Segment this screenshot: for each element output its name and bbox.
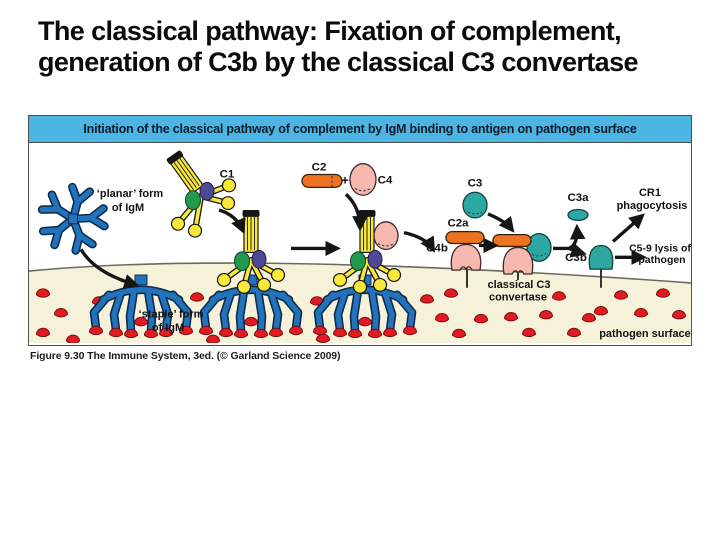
convertase-label-line1: classical C3 — [488, 279, 551, 291]
c4-label: C4 — [378, 174, 393, 186]
bound-c4 — [373, 221, 399, 251]
staple-form-label-line2: of IgM — [152, 322, 184, 334]
lysis-label-line1: C5-9 lysis of — [629, 243, 691, 254]
arrow-cleavage — [403, 231, 435, 253]
convertase-label-line2: convertase — [489, 292, 547, 304]
staple-form-label-line1: ‘staple’ form — [139, 308, 204, 320]
c3-convertase-complex — [492, 233, 552, 280]
figure-header-bar: Initiation of the classical pathway of c… — [29, 116, 691, 143]
pathogen-surface-label: pathogen surface — [599, 328, 691, 340]
arrow-to-c3a — [568, 223, 586, 250]
arrow-planar-to-staple — [79, 248, 140, 290]
arrow-c2c4-binding — [344, 193, 368, 232]
c4-molecule — [349, 163, 377, 196]
c1-label: C1 — [220, 169, 235, 181]
c2-molecule — [301, 173, 343, 188]
figure-body: ‘planar’ form of IgM C1 ‘staple’ form of… — [29, 143, 691, 343]
arrow-c1-binding — [218, 208, 246, 235]
planar-igm — [42, 187, 104, 250]
slide-title: The classical pathway: Fixation of compl… — [38, 16, 698, 78]
c3-label: C3 — [468, 177, 483, 189]
slide-title-line2: generation of C3b by the classical C3 co… — [38, 47, 639, 77]
c3b-label: C3b — [565, 252, 587, 264]
pathway-arrows — [79, 193, 647, 290]
figure-panel: Initiation of the classical pathway of c… — [28, 115, 692, 346]
slide-title-line1: The classical pathway: Fixation of compl… — [38, 16, 622, 46]
c3-molecule — [462, 191, 488, 219]
cr1-label-line2: phagocytosis — [617, 200, 688, 212]
c3b-fragment — [588, 244, 614, 288]
pathway-diagram: ‘planar’ form of IgM C1 ‘staple’ form of… — [29, 150, 691, 343]
arrow-c3-binding — [487, 212, 515, 233]
planar-form-label-line1: ‘planar’ form — [97, 188, 164, 200]
arrow-to-cr1 — [611, 213, 645, 243]
c1-molecule — [166, 150, 237, 238]
cr1-label-line1: CR1 — [639, 187, 661, 199]
planar-form-label-line2: of IgM — [112, 202, 144, 214]
lysis-label-line2: pathogen — [638, 255, 685, 266]
c3a-label: C3a — [567, 192, 589, 204]
figure-caption: Figure 9.30 The Immune System, 3ed. (© G… — [30, 350, 341, 362]
c3a-fragment — [567, 208, 589, 221]
arrow-to-c3b — [568, 242, 587, 258]
c2a-label: C2a — [447, 218, 469, 230]
plus-sign: + — [341, 172, 349, 187]
c4b-label: C4b — [426, 242, 448, 254]
c2a-c4b-complex — [445, 231, 485, 288]
c2-label: C2 — [312, 162, 327, 174]
